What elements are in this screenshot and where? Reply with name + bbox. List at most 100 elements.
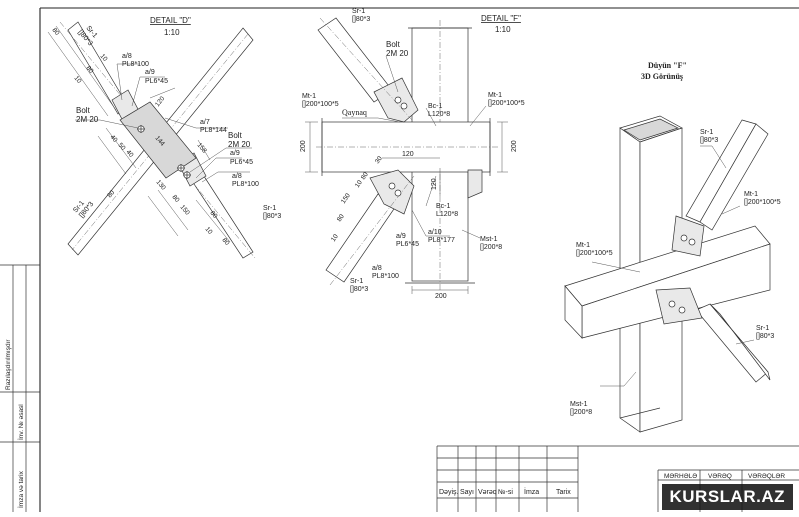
3d-label-mt1-right: Mt-1 xyxy=(744,191,758,198)
d-label-bolt-left: Bolt xyxy=(76,106,91,115)
f-dim-4: 30 xyxy=(374,155,384,165)
3d-label-mt1-right-sec: []200*100*5 xyxy=(744,199,781,206)
3d-label-sr1-top: Sr-1 xyxy=(700,129,713,136)
sheet-frame: Razılaşdırılmışdır İnv. № əsasl İmza və … xyxy=(0,7,799,512)
f-label-sr1-top: Sr-1 xyxy=(352,8,365,15)
f-label-sr1-bot: Sr-1 xyxy=(350,278,363,285)
3d-label-mt1-left-sec: []200*100*5 xyxy=(576,250,613,257)
f-dim-1: 120 xyxy=(402,151,414,158)
detail-f-angle-bracket xyxy=(467,169,483,199)
detail-f: DETAIL "F" 1:10 xyxy=(300,8,525,300)
f-label-pl8-100: PL8*100 xyxy=(372,273,399,280)
d-dim-3: 10 xyxy=(72,75,82,85)
d-label-a9-bot: a/9 xyxy=(230,150,240,157)
f-label-mst1-sec: []200*8 xyxy=(480,244,502,251)
f-label-weld: Qaynaq xyxy=(342,108,367,117)
detail-d-title: DETAIL "D" xyxy=(150,16,191,25)
f-label-mt1-left: Mt-1 xyxy=(302,93,316,100)
f-label-pl8-177: PL8*177 xyxy=(428,237,455,244)
d-label-bolt-left-spec: 2M 20 xyxy=(76,115,99,124)
d-dim-9: 158 xyxy=(195,142,208,155)
f-label-mt1-right: Mt-1 xyxy=(488,92,502,99)
d-label-a7: a/7 xyxy=(200,119,210,126)
d-dim-0: 80 xyxy=(50,27,60,37)
site-watermark: KURSLAR.AZ xyxy=(661,484,793,510)
side-stamp-signature-date: İmza və tarix xyxy=(16,470,25,508)
title-block-right-0: MƏRHƏLƏ xyxy=(664,473,697,480)
d-dim-5: 40 xyxy=(108,134,118,144)
title-block-right-2: VƏRƏQLƏR xyxy=(748,473,785,480)
title-block-header-0: Dəyiş. xyxy=(439,489,459,496)
d-dim-16: 80 xyxy=(106,189,116,199)
f-label-bc1-top: Bc-1 xyxy=(428,103,443,110)
d-dim-14: 10 xyxy=(203,226,213,236)
f-label-bc1-bot: Bc-1 xyxy=(436,203,451,210)
detail-d-bolts xyxy=(137,125,191,179)
f-label-sr1-top-sec: []80*3 xyxy=(352,16,370,23)
detail-d: DETAIL "D" 1:10 xyxy=(47,16,281,259)
detail-d-scale: 1:10 xyxy=(164,28,180,37)
f-label-mt1-left-sec: []200*100*5 xyxy=(302,101,339,108)
title-block: Dəyiş. Sayı Vərəq №-si İmza Tarix MƏRHƏL… xyxy=(436,445,799,512)
f-dim-0: 200 xyxy=(300,140,307,152)
d-label-sr1-right: Sr-1 xyxy=(263,205,276,212)
view-3d: Düyün "F" 3D Görünüş xyxy=(564,61,781,433)
detail-d-dimension-lines xyxy=(47,25,231,243)
d-dim-15: 80 xyxy=(220,237,230,247)
title-block-header-4: İmza xyxy=(524,487,539,496)
title-block-header-5: Tarix xyxy=(556,489,571,496)
detail-f-upper-brace xyxy=(317,17,419,123)
side-stamp-approved: Razılaşdırılmışdır xyxy=(5,339,12,390)
d-label-a8-top: a/8 xyxy=(122,53,132,60)
f-label-a8: a/8 xyxy=(372,265,382,272)
f-label-bolt: Bolt xyxy=(386,40,401,49)
title-block-header-3: №-si xyxy=(498,489,513,496)
3d-label-sr1-bot: Sr-1 xyxy=(756,325,769,332)
d-label-pl8-100-bot: PL8*100 xyxy=(232,181,259,188)
f-dim-7: 150 xyxy=(340,192,352,205)
d-label-a9-top: a/9 xyxy=(145,69,155,76)
view-3d-leaders xyxy=(591,145,755,387)
d-dim-4: 120 xyxy=(154,95,166,108)
detail-f-leaders xyxy=(342,55,487,239)
d-label-sr1-right-sec: []80*3 xyxy=(263,213,281,220)
f-label-a9: a/9 xyxy=(396,233,406,240)
view-3d-title: Düyün "F" xyxy=(648,61,687,70)
f-label-pl6-45: PL6*45 xyxy=(396,241,419,248)
f-dim-5: 80 xyxy=(360,171,370,181)
detail-f-beam xyxy=(316,118,498,176)
detail-f-lower-brace xyxy=(325,169,415,286)
3d-label-sr1-top-sec: []80*3 xyxy=(700,137,718,144)
detail-f-title: DETAIL "F" xyxy=(481,14,521,23)
f-dim-6: 10 xyxy=(354,179,364,189)
f-label-bc1-top-sec: L120*8 xyxy=(428,111,450,118)
f-dim-10: 200 xyxy=(435,293,447,300)
d-label-bolt-right: Bolt xyxy=(228,131,243,140)
d-dim-7: 40 xyxy=(124,149,134,159)
f-dim-2: 120 xyxy=(431,178,438,190)
f-label-mst1: Mst-1 xyxy=(480,236,498,243)
3d-label-mst1-sec: []200*8 xyxy=(570,409,592,416)
detail-d-leaders xyxy=(75,63,252,183)
f-dim-8: 80 xyxy=(336,213,346,223)
d-dim-1: 10 xyxy=(98,53,108,63)
d-dim-13: 80 xyxy=(208,210,218,220)
title-block-header-2: Vərəq xyxy=(478,489,497,496)
f-label-bolt-spec: 2M 20 xyxy=(386,49,409,58)
3d-label-sr1-bot-sec: []80*3 xyxy=(756,333,774,340)
f-dim-9: 10 xyxy=(330,233,340,243)
d-dim-11: 80 xyxy=(170,194,180,204)
detail-f-dimension-lines xyxy=(305,121,508,294)
f-label-a10: a/10 xyxy=(428,229,442,236)
view-3d-upper-brace xyxy=(671,119,769,257)
title-block-right-1: VƏRƏQ xyxy=(708,473,732,480)
f-label-sr1-bot-sec: []80*3 xyxy=(350,286,368,293)
f-dim-3: 200 xyxy=(511,140,518,152)
d-label-pl6-45-bot: PL6*45 xyxy=(230,159,253,166)
3d-label-mst1: Mst-1 xyxy=(570,401,588,408)
d-dim-6: 50 xyxy=(116,142,126,152)
d-dim-2: 80 xyxy=(84,65,94,75)
d-label-bolt-right-spec: 2M 20 xyxy=(228,140,251,149)
